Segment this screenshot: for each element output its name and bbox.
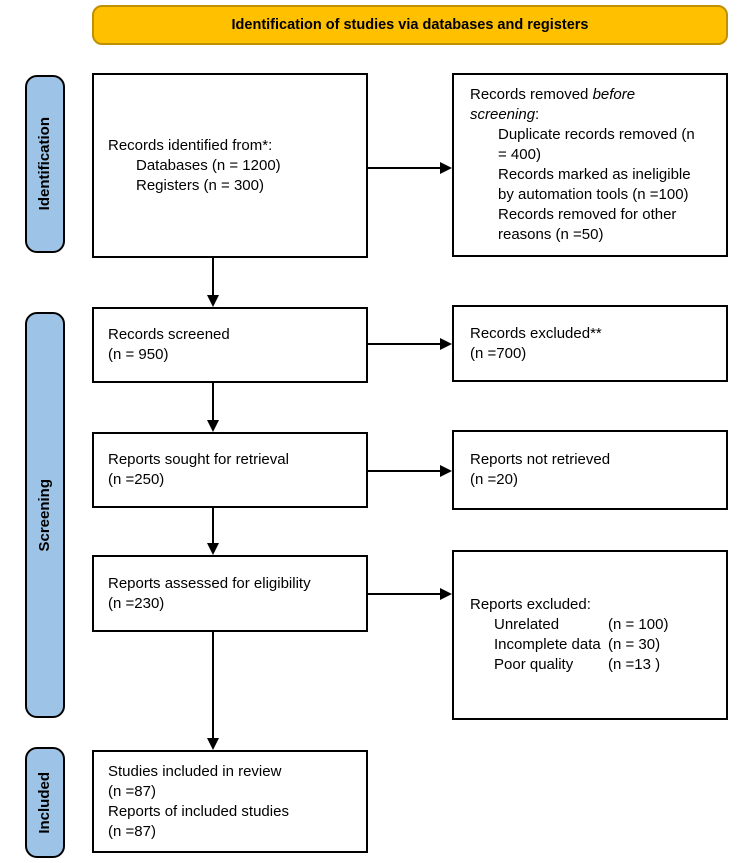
records-screened-line1: Records screened xyxy=(108,326,230,343)
arrow-assessed-to-included-head xyxy=(207,738,219,750)
stage-identification: Identification xyxy=(25,75,65,253)
box-reports-excluded: Reports excluded: Unrelated(n = 100) Inc… xyxy=(452,550,728,720)
arrow-sought-to-assessed-head xyxy=(207,543,219,555)
records-removed-duplicates: Duplicate records removed (n = 400) xyxy=(498,126,695,163)
records-screened-line2: (n = 950) xyxy=(108,346,169,363)
arrow-screened-to-excluded-head xyxy=(440,338,452,350)
studies-included-line4: (n =87) xyxy=(108,822,156,840)
stage-included: Included xyxy=(25,747,65,858)
arrow-sought-to-notretrieved-head xyxy=(440,465,452,477)
reports-assessed-line1: Reports assessed for eligibility xyxy=(108,574,311,592)
arrow-identified-to-screened-line xyxy=(212,258,214,296)
arrow-identified-to-screened-head xyxy=(207,295,219,307)
records-removed-title: Records removed before screening: xyxy=(470,86,636,123)
reports-excluded-reason-unrelated: Unrelated(n = 100) xyxy=(494,616,669,633)
banner-title-text: Identification of studies via databases … xyxy=(231,17,589,33)
stage-identification-label: Identification xyxy=(36,117,53,211)
arrow-screened-to-sought-line xyxy=(212,383,214,421)
box-records-screened: Records screened (n = 950) xyxy=(92,307,368,383)
studies-included-line3: Reports of included studies xyxy=(108,802,289,820)
records-excluded-line1: Records excluded** xyxy=(470,324,602,342)
studies-included-line2: (n =87) xyxy=(108,782,156,800)
stage-screening: Screening xyxy=(25,312,65,718)
reports-sought-line1: Reports sought for retrieval xyxy=(108,451,289,468)
arrow-assessed-to-excluded-head xyxy=(440,588,452,600)
box-records-identified: Records identified from*: Databases (n =… xyxy=(92,73,368,258)
box-records-excluded: Records excluded** (n =700) xyxy=(452,305,728,382)
box-studies-included: Studies included in review (n =87) Repor… xyxy=(92,750,368,853)
arrow-sought-to-notretrieved-line xyxy=(368,470,441,472)
stage-included-label: Included xyxy=(36,771,53,834)
reports-excluded-reason-quality: Poor quality(n =13 ) xyxy=(494,656,661,673)
reports-assessed-line2: (n =230) xyxy=(108,594,165,612)
arrow-assessed-to-included-line xyxy=(212,632,214,739)
reports-sought-line2: (n =250) xyxy=(108,471,165,488)
arrow-screened-to-excluded-line xyxy=(368,343,441,345)
arrow-identified-to-removed-line xyxy=(368,167,441,169)
records-identified-registers: Registers (n = 300) xyxy=(136,176,264,194)
reports-not-retrieved-line2: (n =20) xyxy=(470,471,518,488)
records-removed-other: Records removed for other reasons (n =50… xyxy=(498,206,677,243)
records-removed-automation: Records marked as ineligible by automati… xyxy=(498,166,691,203)
box-reports-assessed: Reports assessed for eligibility (n =230… xyxy=(92,555,368,632)
box-records-removed: Records removed before screening: Duplic… xyxy=(452,73,728,257)
records-removed-title-italic: before screening xyxy=(470,86,636,123)
records-identified-title: Records identified from*: xyxy=(108,136,273,154)
reports-excluded-title: Reports excluded: xyxy=(470,596,591,613)
arrow-sought-to-assessed-line xyxy=(212,508,214,544)
stage-screening-label: Screening xyxy=(36,478,53,552)
box-reports-not-retrieved: Reports not retrieved (n =20) xyxy=(452,430,728,510)
records-identified-databases: Databases (n = 1200) xyxy=(136,156,281,174)
records-excluded-line2: (n =700) xyxy=(470,344,527,362)
studies-included-line1: Studies included in review xyxy=(108,762,282,780)
arrow-identified-to-removed-head xyxy=(440,162,452,174)
box-reports-sought: Reports sought for retrieval (n =250) xyxy=(92,432,368,508)
banner-title: Identification of studies via databases … xyxy=(92,5,728,45)
reports-not-retrieved-line1: Reports not retrieved xyxy=(470,451,611,468)
arrow-screened-to-sought-head xyxy=(207,420,219,432)
arrow-assessed-to-excluded-line xyxy=(368,593,441,595)
reports-excluded-reason-incomplete: Incomplete data(n = 30) xyxy=(494,636,661,653)
